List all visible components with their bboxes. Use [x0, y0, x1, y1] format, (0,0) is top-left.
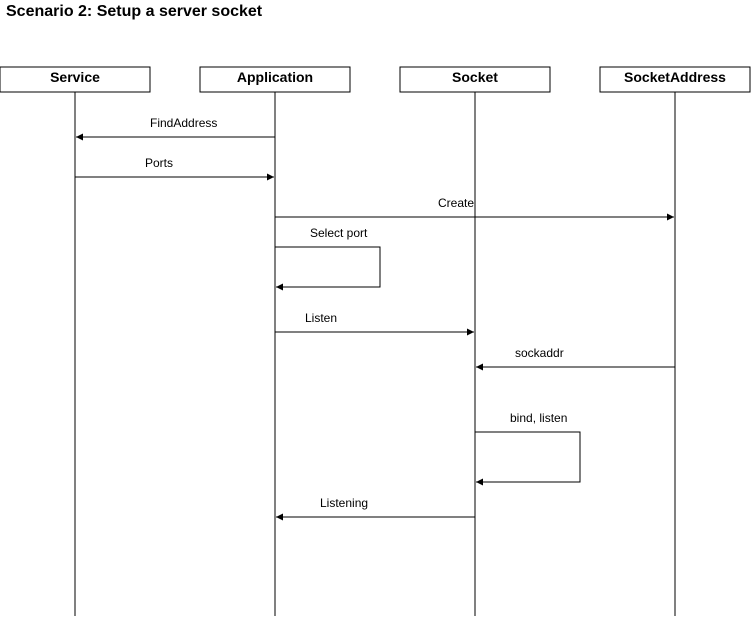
message-label-findaddress: FindAddress [150, 116, 217, 130]
message-label-bind-listen: bind, listen [510, 411, 567, 425]
lifeline-head-socket [399, 66, 551, 93]
message-label-select-port: Select port [310, 226, 368, 240]
lifeline-head-service [0, 66, 151, 93]
lifeline-label-service: Service [50, 69, 100, 85]
message-label-listening: Listening [320, 496, 368, 510]
lifeline-head-application [199, 66, 351, 93]
message-arrow-bind-listen [475, 431, 581, 486]
lifeline-label-socket: Socket [452, 69, 498, 85]
message-label-sockaddr: sockaddr [515, 346, 564, 360]
message-label-listen: Listen [305, 311, 337, 325]
message-label-create: Create [438, 196, 474, 210]
message-label-ports: Ports [145, 156, 173, 170]
lifeline-label-application: Application [237, 69, 313, 85]
message-arrow-select-port [275, 246, 381, 291]
lifeline-head-socketaddress [599, 66, 751, 93]
diagram-title: Scenario 2: Setup a server socket [6, 3, 263, 20]
lifeline-label-socketaddress: SocketAddress [624, 69, 726, 85]
